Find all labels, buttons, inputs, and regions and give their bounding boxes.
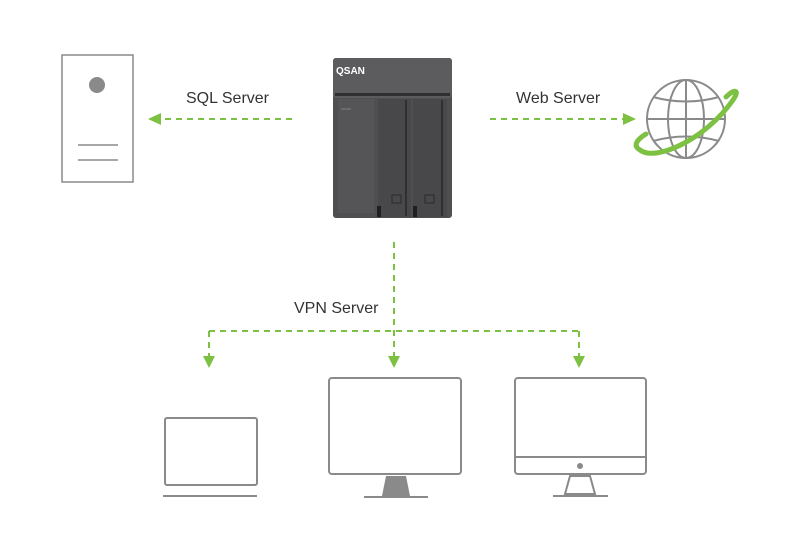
connector-vpn [208,242,580,356]
globe-icon [633,79,739,159]
web-server-label: Web Server [516,90,601,107]
nas-brand-label: QSAN [336,66,365,77]
connector-sql [148,113,292,125]
nas-device-icon [333,58,452,218]
laptop-icon [163,417,258,497]
connector-vpn-arrowheads [203,356,585,368]
vpn-server-label: VPN Server [294,300,379,317]
server-tower-icon [61,54,134,183]
monitor-icon [328,377,462,498]
sql-server-label: SQL Server [186,90,269,107]
connector-web [490,113,636,125]
imac-icon [514,377,647,497]
